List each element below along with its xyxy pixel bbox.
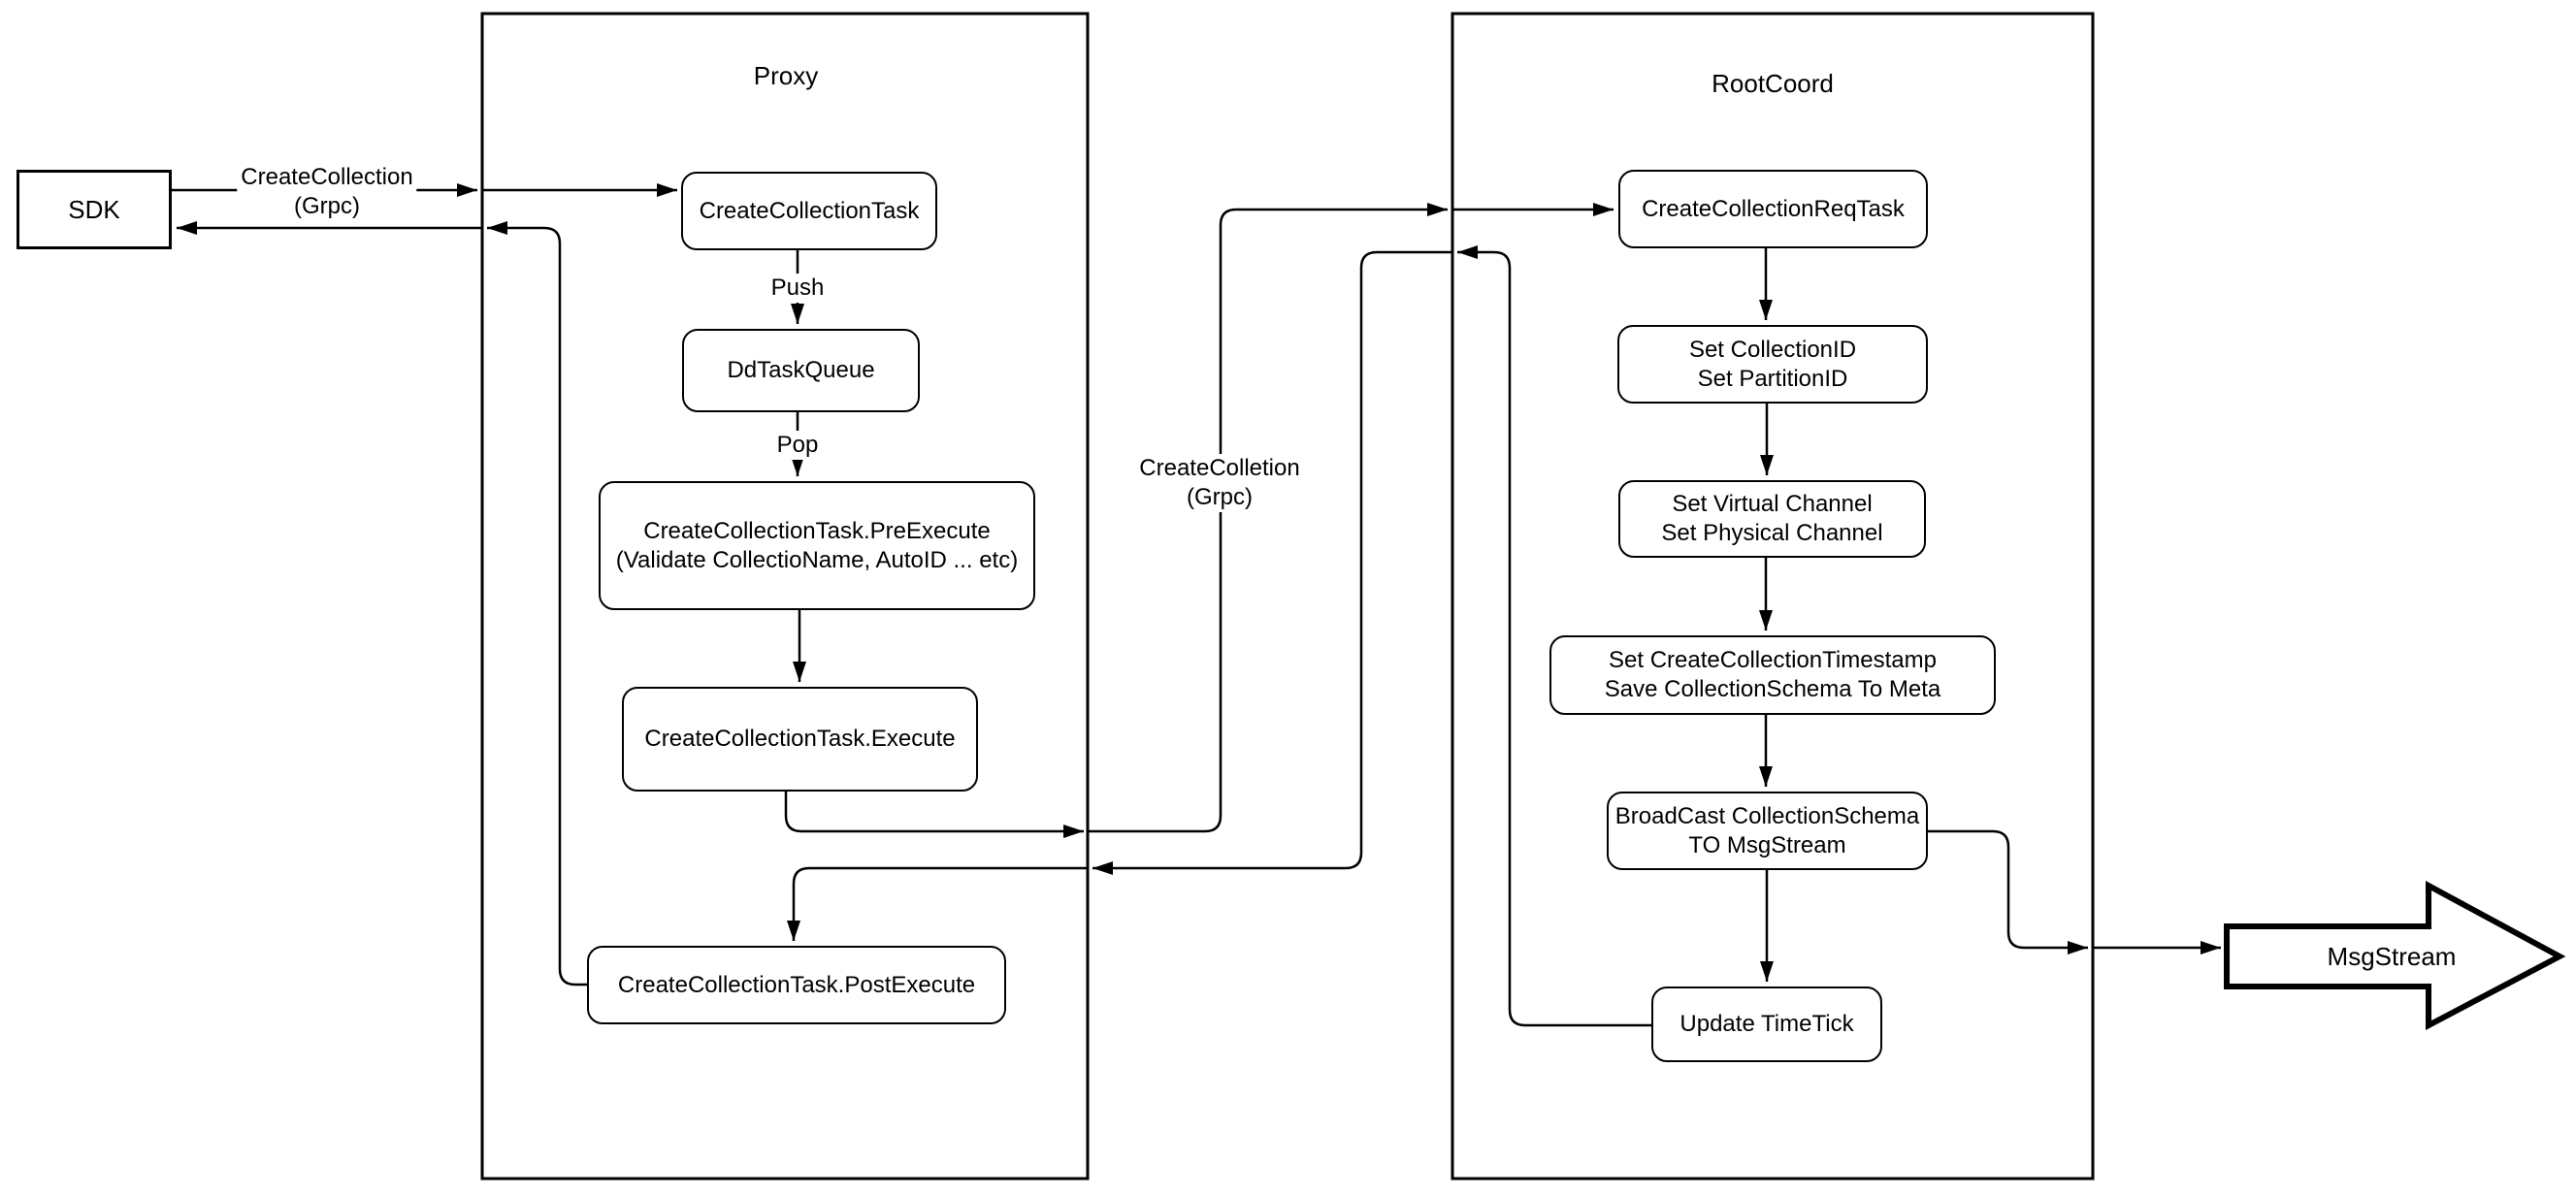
node-label: CreateCollectionTask.PostExecute xyxy=(617,971,976,998)
edge-label-createcollection-grpc: CreateCollection (Grpc) xyxy=(237,163,417,221)
edge-label-line: (Grpc) xyxy=(293,193,360,219)
edge-label-pop: Pop xyxy=(772,431,823,460)
edge-label-push: Push xyxy=(766,274,829,303)
node-label: Update TimeTick xyxy=(1679,1011,1854,1037)
node-label: TO MsgStream xyxy=(1688,831,1846,858)
edge-label-createcolletion-grpc: CreateColletion (Grpc) xyxy=(1135,454,1304,512)
node-set-channels: Set Virtual Channel Set Physical Channel xyxy=(1618,480,1926,558)
node-label: CreateCollectionTask xyxy=(699,197,920,224)
node-label: (Validate CollectioName, AutoID ... etc) xyxy=(615,546,1019,573)
node-label: CreateCollectionReqTask xyxy=(1642,195,1905,222)
node-label: Save CollectionSchema To Meta xyxy=(1604,676,1941,702)
node-label: Set Physical Channel xyxy=(1661,520,1883,546)
node-label: Set CreateCollectionTimestamp xyxy=(1609,647,1937,673)
proxy-container-box xyxy=(480,12,1090,1181)
node-label: BroadCast CollectionSchema xyxy=(1614,802,1920,829)
node-label: Set Virtual Channel xyxy=(1672,491,1873,517)
edge-label-line: (Grpc) xyxy=(1186,484,1253,510)
node-set-timestamp-save-meta: Set CreateCollectionTimestamp Save Colle… xyxy=(1549,635,1996,715)
msgstream-arrow-label: MsgStream xyxy=(2327,941,2457,971)
node-label: CreateCollectionTask.Execute xyxy=(644,726,956,752)
proxy-container-title: Proxy xyxy=(753,61,819,90)
edge-label-line: CreateColletion xyxy=(1139,455,1300,481)
edge-execute-to-proxy-edge xyxy=(784,792,1084,838)
edge-broadcast-to-rootcoord-edge xyxy=(1928,829,2088,954)
rootcoord-container-title: RootCoord xyxy=(1712,69,1834,98)
edge-timetick-return-to-edge xyxy=(1457,245,1651,1027)
node-create-collection-task: CreateCollectionTask xyxy=(681,172,937,250)
node-update-timetick: Update TimeTick xyxy=(1651,987,1882,1062)
msgstream-arrow-shape xyxy=(2224,880,2566,1030)
node-pre-execute: CreateCollectionTask.PreExecute (Validat… xyxy=(599,481,1035,610)
node-execute: CreateCollectionTask.Execute xyxy=(622,687,978,792)
edge-postexecute-to-proxy-edge xyxy=(487,221,587,987)
node-sdk-label: SDK xyxy=(68,194,120,224)
node-label: CreateCollectionTask.PreExecute xyxy=(643,517,991,544)
node-dd-task-queue: DdTaskQueue xyxy=(682,329,920,412)
edge-proxy-edge-to-postexecute xyxy=(787,866,1088,941)
node-broadcast-schema: BroadCast CollectionSchema TO MsgStream xyxy=(1607,792,1928,870)
node-sdk: SDK xyxy=(16,170,172,249)
node-label: Set PartitionID xyxy=(1697,365,1848,392)
rootcoord-container-box xyxy=(1451,12,2095,1181)
edge-label-line: CreateCollection xyxy=(241,164,413,190)
node-create-collection-req-task: CreateCollectionReqTask xyxy=(1618,170,1928,248)
edge-grpc-to-rootcoord-edge xyxy=(1088,203,1448,833)
node-label: Set CollectionID xyxy=(1688,336,1857,363)
edge-return-to-proxy-edge xyxy=(1092,250,1452,875)
node-label: DdTaskQueue xyxy=(727,357,875,383)
node-post-execute: CreateCollectionTask.PostExecute xyxy=(587,946,1006,1024)
node-set-collection-partition-id: Set CollectionID Set PartitionID xyxy=(1617,325,1928,404)
